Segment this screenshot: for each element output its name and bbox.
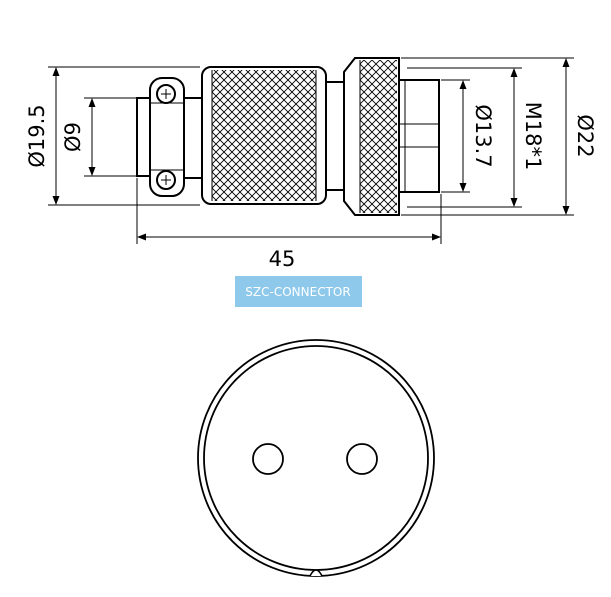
clamp-screw-top (156, 84, 176, 104)
label-m18: M18*1 (521, 102, 545, 171)
label-d9: Ø9 (61, 122, 85, 152)
pin-hole-1 (252, 443, 284, 475)
face-outer-ring (197, 339, 435, 577)
label-d19-5: Ø19.5 (25, 104, 49, 167)
label-length-45: 45 (269, 247, 296, 271)
face-view (197, 339, 435, 577)
side-view (136, 57, 440, 216)
clamp-screw-bottom (156, 170, 176, 190)
brand-badge: SZC-CONNECTOR (235, 276, 362, 307)
front-insert (398, 79, 440, 193)
brand-text: SZC-CONNECTOR (245, 285, 350, 299)
label-d22: Ø22 (573, 114, 597, 157)
label-d13-7: Ø13.7 (471, 104, 495, 167)
pin-hole-2 (346, 443, 378, 475)
dimensions: Ø19.5 Ø9 Ø13.7 M18*1 Ø22 45 (25, 57, 597, 271)
key-notch (309, 569, 323, 577)
rear-tube (136, 97, 152, 177)
